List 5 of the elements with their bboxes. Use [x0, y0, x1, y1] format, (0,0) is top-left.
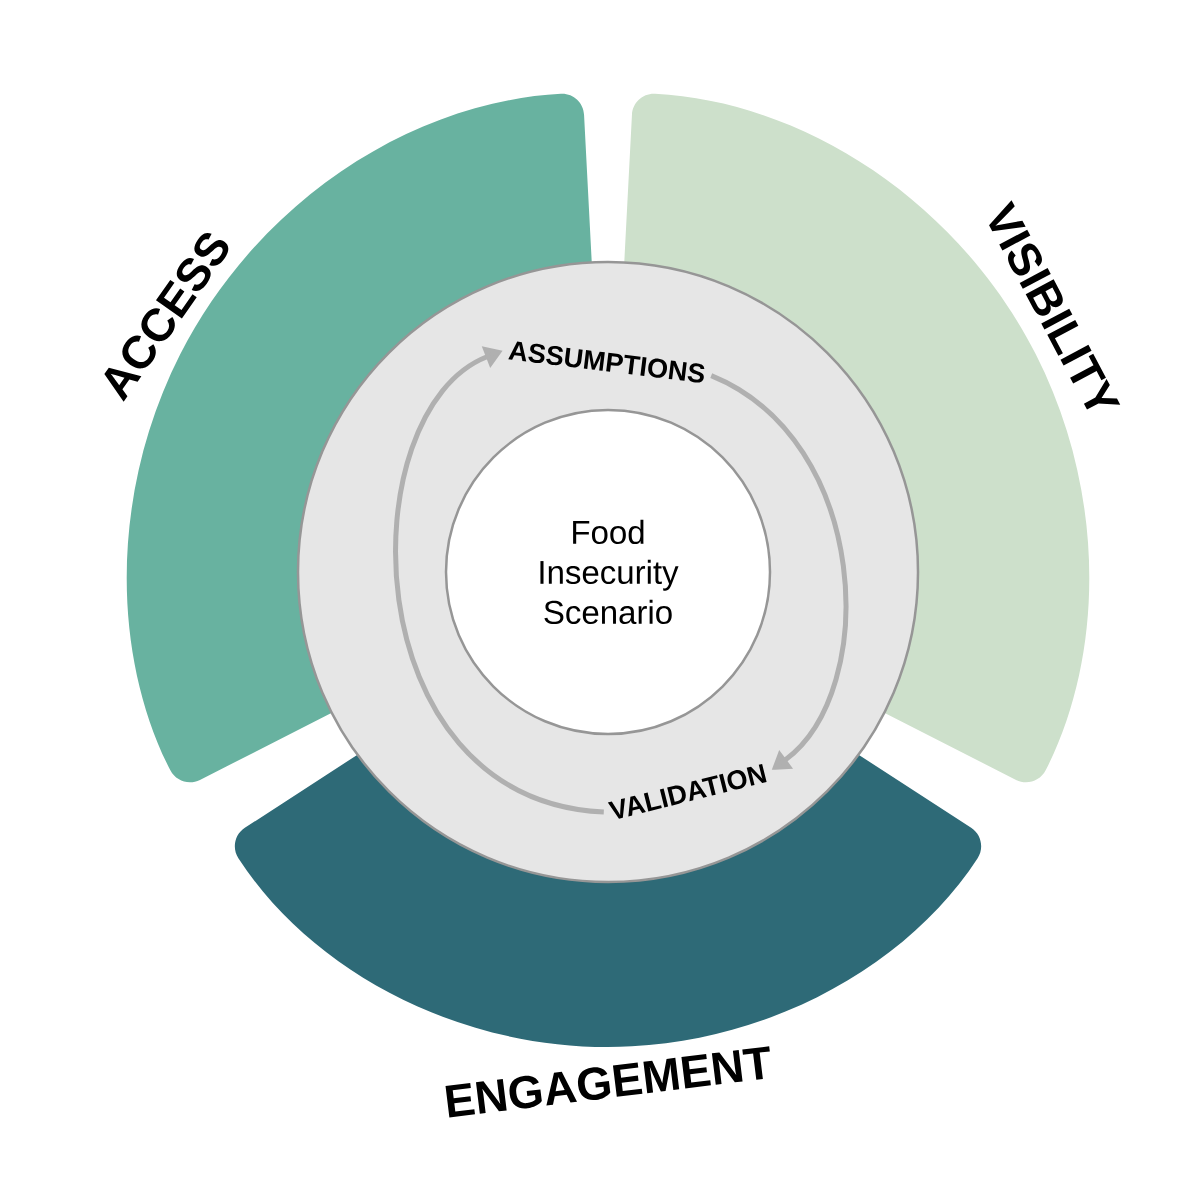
curved-arrow [710, 373, 849, 770]
center-label: Food Insecurity Scenario [540, 519, 679, 625]
node-label: ENGAGEMENT [445, 1046, 770, 1118]
curved-arrow [393, 346, 605, 815]
stage-label: ASSUMPTIONS [508, 341, 705, 383]
